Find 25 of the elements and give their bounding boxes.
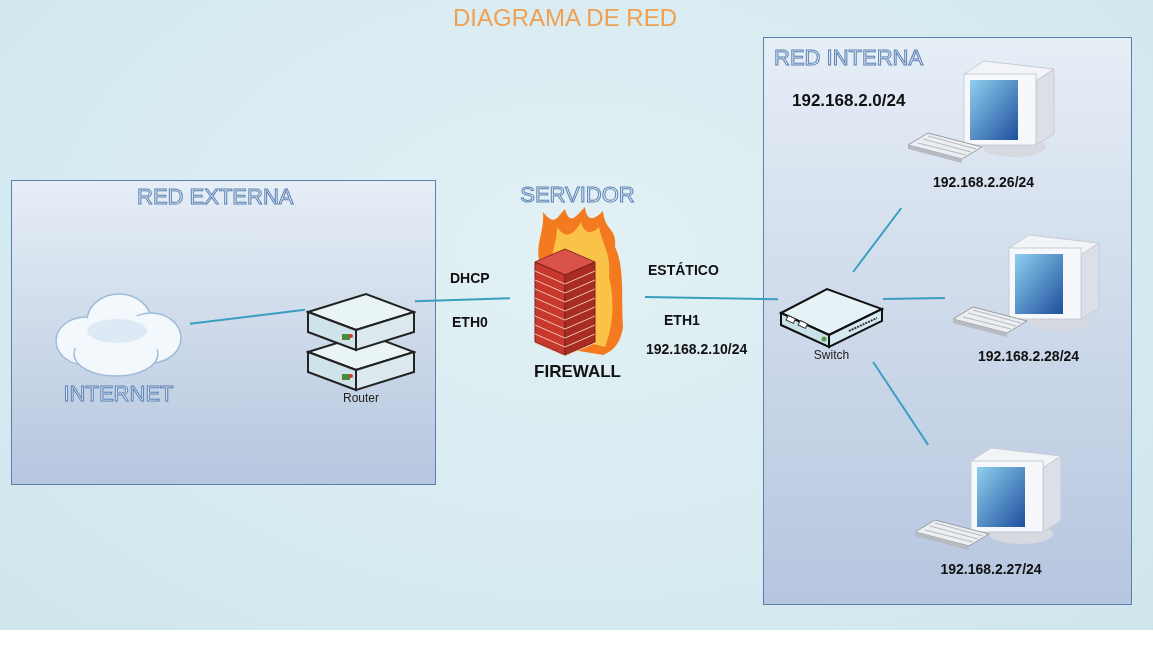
interface-label: ETH1 bbox=[664, 312, 700, 328]
network-zone-panel bbox=[763, 37, 1132, 605]
ip-address: 192.168.2.26/24 bbox=[932, 174, 1035, 191]
network-link bbox=[644, 296, 779, 301]
heading: SERVIDOR bbox=[520, 182, 635, 208]
heading: INTERNET bbox=[63, 381, 174, 407]
subnet-address: 192.168.2.0/24 bbox=[792, 91, 906, 111]
device-label: Switch bbox=[813, 349, 850, 363]
interface-label: ETH0 bbox=[452, 314, 488, 330]
network-link bbox=[872, 361, 930, 446]
device-label: Router bbox=[343, 392, 379, 406]
interface-label: 192.168.2.10/24 bbox=[646, 341, 748, 357]
network-link bbox=[189, 308, 306, 325]
interface-label: DHCP bbox=[450, 270, 490, 286]
network-zone-panel bbox=[11, 180, 436, 485]
heading: RED INTERNA bbox=[774, 45, 924, 71]
ip-address: 192.168.2.28/24 bbox=[977, 348, 1080, 365]
interface-label: ESTÁTICO bbox=[648, 262, 719, 278]
network-link bbox=[852, 207, 903, 273]
heading: RED EXTERNA bbox=[137, 184, 294, 210]
diagram-title: DIAGRAMA DE RED bbox=[451, 4, 678, 32]
device-label: FIREWALL bbox=[534, 362, 621, 382]
network-link bbox=[414, 297, 511, 303]
ip-address: 192.168.2.27/24 bbox=[940, 561, 1042, 578]
network-link bbox=[882, 297, 946, 301]
